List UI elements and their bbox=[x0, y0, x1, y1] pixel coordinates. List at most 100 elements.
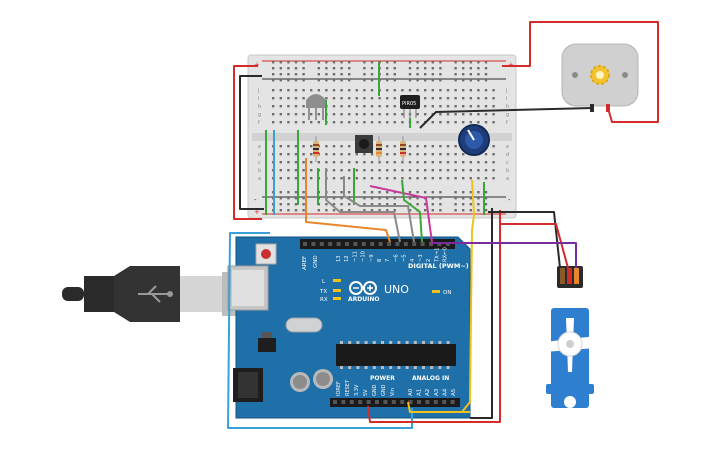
motor-shaft-icon bbox=[590, 65, 610, 85]
digital-pin-label: ~5 bbox=[402, 254, 408, 262]
arduino-model: UNO bbox=[384, 283, 409, 296]
analog-header bbox=[406, 398, 460, 407]
capacitors bbox=[290, 369, 333, 392]
wire-yellow-a0 bbox=[407, 401, 470, 413]
digital-pin-label: ~9 bbox=[369, 254, 375, 262]
wire-green-button bbox=[401, 179, 423, 243]
digital-pin-label: 8 bbox=[377, 259, 383, 262]
dc-motor[interactable] bbox=[561, 43, 639, 112]
wire-gray-1 bbox=[325, 168, 401, 243]
row-letter-right: a bbox=[506, 176, 509, 182]
power-pin-label: GND bbox=[372, 384, 378, 396]
digital-pin-label: 7 bbox=[385, 259, 391, 262]
digital-pin-label: 12 bbox=[344, 255, 350, 262]
analog-pin-label: A5 bbox=[451, 388, 457, 396]
tx-led-label: TX bbox=[319, 289, 327, 295]
digital-pin-label: 4 bbox=[410, 258, 416, 262]
row-letter-left: i bbox=[258, 96, 259, 102]
usb-port[interactable] bbox=[227, 265, 269, 311]
on-led-label: ON bbox=[443, 290, 451, 296]
push-button[interactable] bbox=[355, 135, 373, 153]
arduino-logo-icon bbox=[349, 281, 377, 295]
row-letter-left: f bbox=[258, 120, 260, 126]
row-letter-left: j bbox=[257, 88, 259, 94]
row-letter-left: a bbox=[258, 176, 261, 182]
analog-pin-label: A2 bbox=[425, 389, 431, 396]
row-letter-right: c bbox=[506, 160, 509, 166]
wire-orange-tmp bbox=[305, 158, 391, 243]
digital-pin-label: ~3 bbox=[418, 254, 424, 262]
atmega-chip bbox=[336, 341, 456, 369]
digital-pin-label: ~10 bbox=[361, 251, 367, 262]
row-letter-right: h bbox=[506, 104, 509, 110]
row-letter-left: h bbox=[258, 104, 261, 110]
resistor-2 bbox=[376, 136, 382, 162]
pir-sensor-label: PIR05 bbox=[402, 101, 416, 107]
digital-pin-label: 2 bbox=[426, 259, 432, 262]
power-pin-label: IOREF bbox=[336, 381, 342, 396]
row-letter-right: g bbox=[506, 112, 509, 118]
servo-motor[interactable] bbox=[544, 266, 596, 408]
wire-black-servo bbox=[488, 211, 561, 269]
digital-pin-label: TX→1 bbox=[434, 248, 440, 263]
servo-horn-icon bbox=[544, 318, 596, 372]
analog-header-label: ANALOG IN bbox=[412, 375, 449, 382]
wire-red-pot bbox=[367, 210, 501, 423]
row-letter-right: d bbox=[506, 152, 509, 158]
row-letter-left: c bbox=[258, 160, 261, 166]
power-header-label: POWER bbox=[370, 375, 395, 382]
row-letter-right: f bbox=[506, 120, 508, 126]
status-leds bbox=[333, 279, 440, 300]
wire-magenta bbox=[369, 185, 433, 243]
usb-icon bbox=[138, 285, 173, 303]
power-pin-label: Vin bbox=[390, 388, 396, 396]
analog-pin-label: A1 bbox=[417, 389, 423, 396]
wire-red-motor bbox=[502, 21, 659, 123]
voltage-regulator bbox=[258, 332, 276, 352]
row-letter-right: i bbox=[506, 96, 507, 102]
power-jack[interactable] bbox=[233, 368, 263, 402]
wire-yellow-pot bbox=[461, 179, 475, 413]
resistor-3 bbox=[400, 136, 406, 162]
digital-header bbox=[300, 239, 455, 249]
rail-minus-bottom-right-label: - bbox=[508, 196, 511, 204]
analog-pin-label: A4 bbox=[442, 388, 448, 396]
temperature-sensor[interactable] bbox=[306, 94, 326, 120]
gnd-label: GND bbox=[313, 255, 319, 268]
digital-pin-label: 13 bbox=[336, 255, 342, 262]
power-pin-label: 3.3V bbox=[354, 384, 360, 396]
pir-sensor[interactable]: PIR05 bbox=[400, 95, 420, 118]
row-letter-left: e bbox=[258, 144, 261, 150]
potentiometer[interactable] bbox=[458, 124, 490, 156]
wires bbox=[227, 21, 659, 429]
wire-red-left-rail bbox=[233, 65, 262, 220]
crystal-oscillator bbox=[285, 317, 323, 333]
reset-button[interactable] bbox=[255, 243, 277, 265]
row-letter-left: g bbox=[258, 112, 261, 118]
aref-label: AREF bbox=[302, 256, 308, 270]
arduino-brand: ARDUINO bbox=[348, 296, 379, 303]
row-letter-right: j bbox=[505, 88, 507, 94]
digital-pin-label: ~6 bbox=[393, 254, 399, 262]
digital-pin-label: RX←0 bbox=[443, 247, 449, 262]
wire-gray-2 bbox=[343, 176, 415, 243]
digital-header-label: DIGITAL (PWM~) bbox=[408, 262, 469, 270]
power-pin-label: 5V bbox=[363, 389, 369, 396]
rail-minus-bottom-label: - bbox=[254, 196, 257, 204]
rx-led-label: RX bbox=[320, 297, 328, 303]
wire-red-servo bbox=[500, 223, 569, 269]
row-letter-right: b bbox=[506, 168, 509, 174]
analog-pin-label: A0 bbox=[408, 388, 414, 396]
analog-pin-label: A3 bbox=[434, 388, 440, 396]
row-letter-left: b bbox=[258, 168, 261, 174]
row-letter-right: e bbox=[506, 144, 509, 150]
resistor-1 bbox=[313, 136, 319, 162]
row-letter-left: d bbox=[258, 152, 261, 158]
wire-black-pot bbox=[470, 208, 493, 419]
